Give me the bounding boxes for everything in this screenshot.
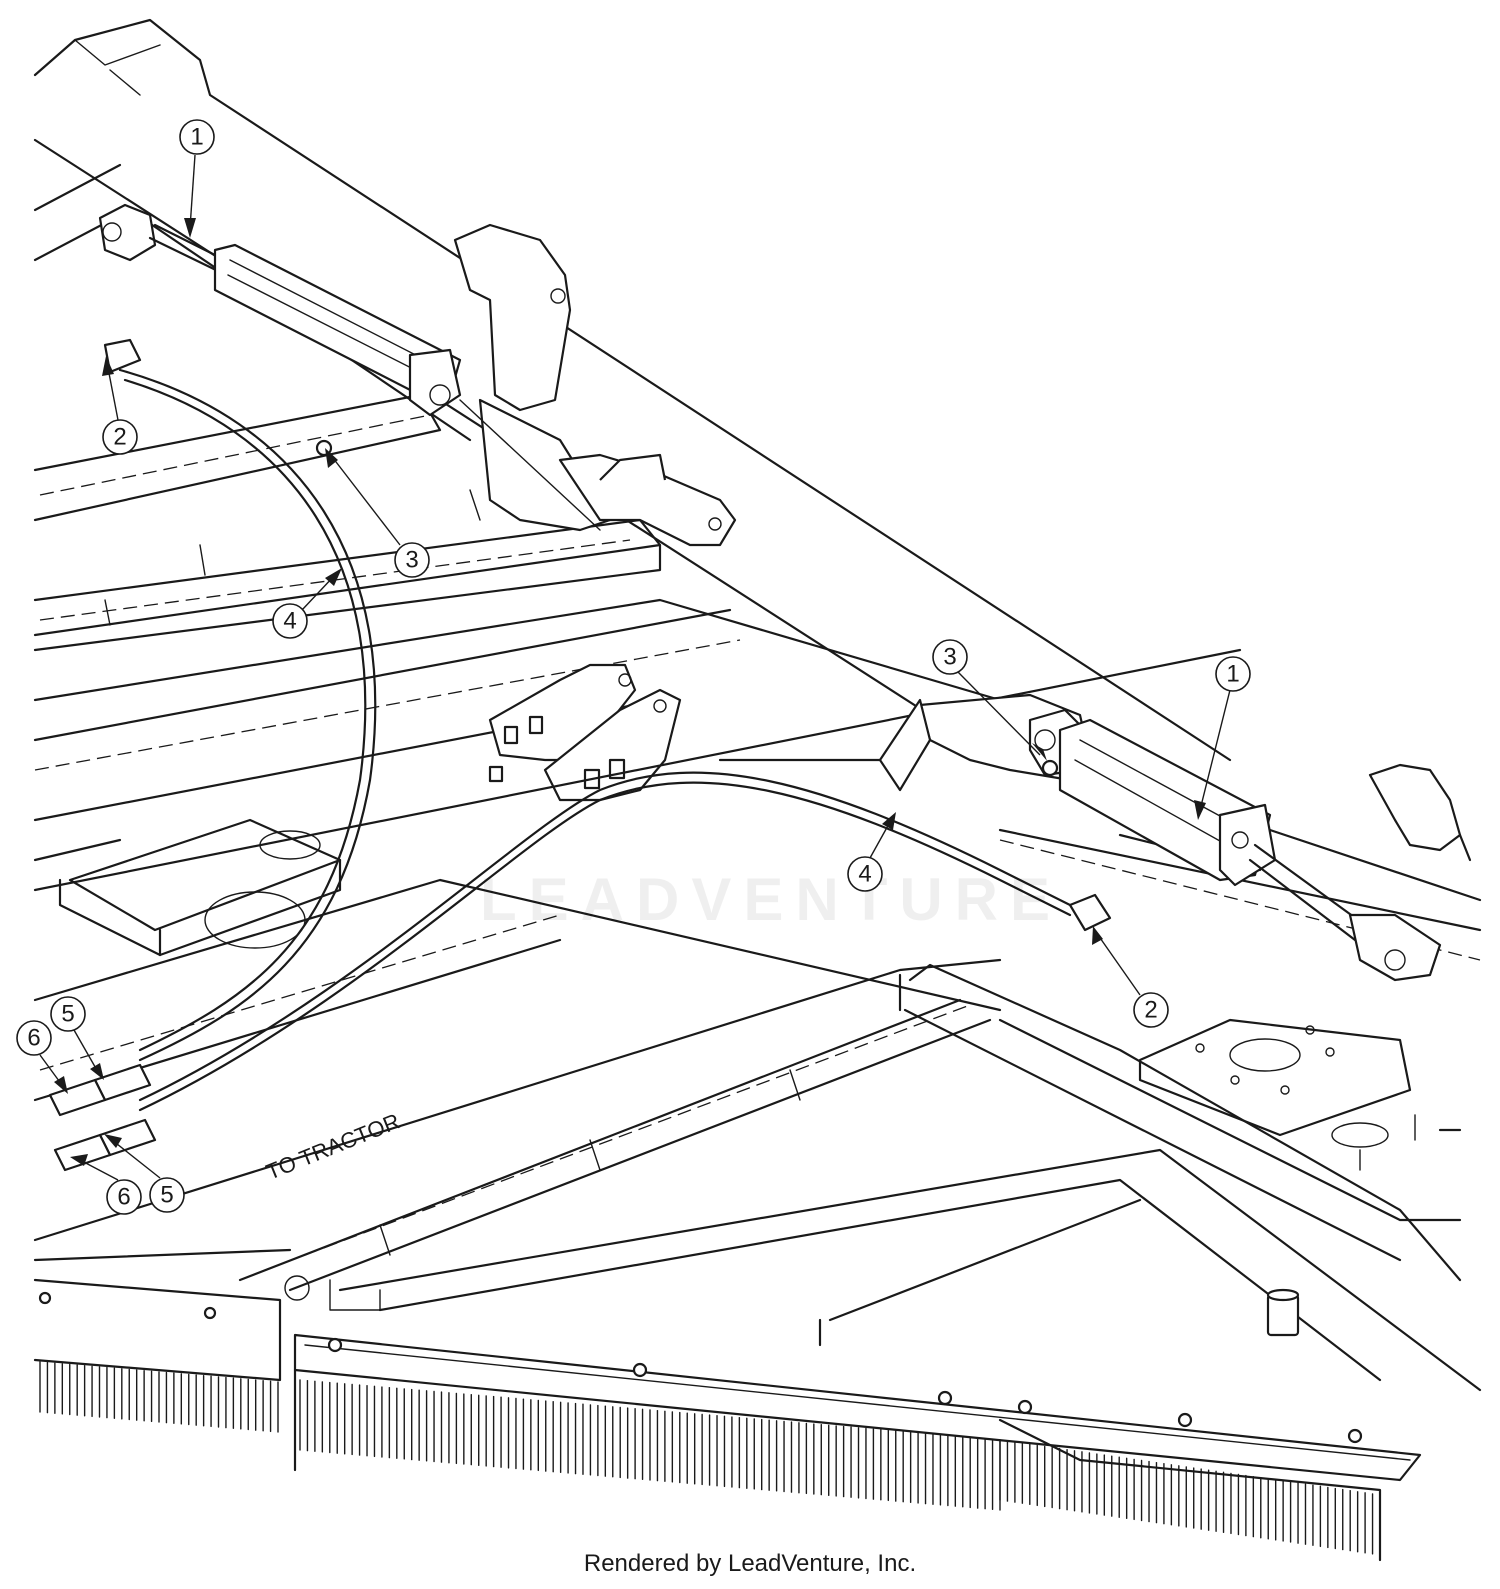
callout-6-lower-label: 6	[117, 1184, 130, 1211]
callout-5-lower	[149, 1177, 185, 1213]
callout-1-lower	[1215, 656, 1251, 692]
hydraulic-cylinder-lower	[1028, 708, 1442, 982]
callout-1-lower-label: 1	[1226, 661, 1239, 688]
callout-1-upper-label: 1	[190, 124, 203, 151]
callout-6-lower	[106, 1179, 142, 1215]
callout-4-upper-label: 4	[283, 608, 296, 635]
callout-5-upper	[50, 996, 86, 1032]
callout-4-lower	[847, 856, 883, 892]
callout-3-upper-label: 3	[405, 547, 418, 574]
hydraulic-cylinder-upper	[98, 203, 462, 457]
callouts: 1 2 3 4 3 1 4 2	[16, 119, 1251, 1215]
callout-3-upper	[394, 542, 430, 578]
callout-2-lower	[1133, 992, 1169, 1028]
callout-3-lower	[932, 639, 968, 675]
callout-4-upper	[272, 603, 308, 639]
hydraulic-hoses	[103, 338, 1112, 1112]
rear-deck-section	[33, 18, 1232, 862]
callout-1-upper	[179, 119, 215, 155]
callout-3-lower-label: 3	[943, 644, 956, 671]
callout-6-upper	[16, 1020, 52, 1056]
callout-4-lower-label: 4	[858, 861, 871, 888]
hitch-brackets	[488, 663, 682, 802]
chain-links	[39, 1361, 1381, 1556]
callout-5-lower-label: 5	[160, 1182, 173, 1209]
watermark-text: LEADVENTURE	[480, 866, 1062, 933]
hose-couplers	[48, 1063, 157, 1172]
chain-guard	[33, 1278, 1422, 1562]
callout-5-upper-label: 5	[61, 1001, 74, 1028]
callout-2-upper-label: 2	[113, 424, 126, 451]
callout-2-lower-label: 2	[1144, 997, 1157, 1024]
callout-2-upper	[102, 419, 138, 455]
callout-6-upper-label: 6	[27, 1025, 40, 1052]
front-deck-frame	[33, 648, 1482, 1392]
footer-credit: Rendered by LeadVenture, Inc.	[583, 1550, 917, 1577]
to-tractor-label: TO TRACTOR	[263, 1108, 404, 1184]
